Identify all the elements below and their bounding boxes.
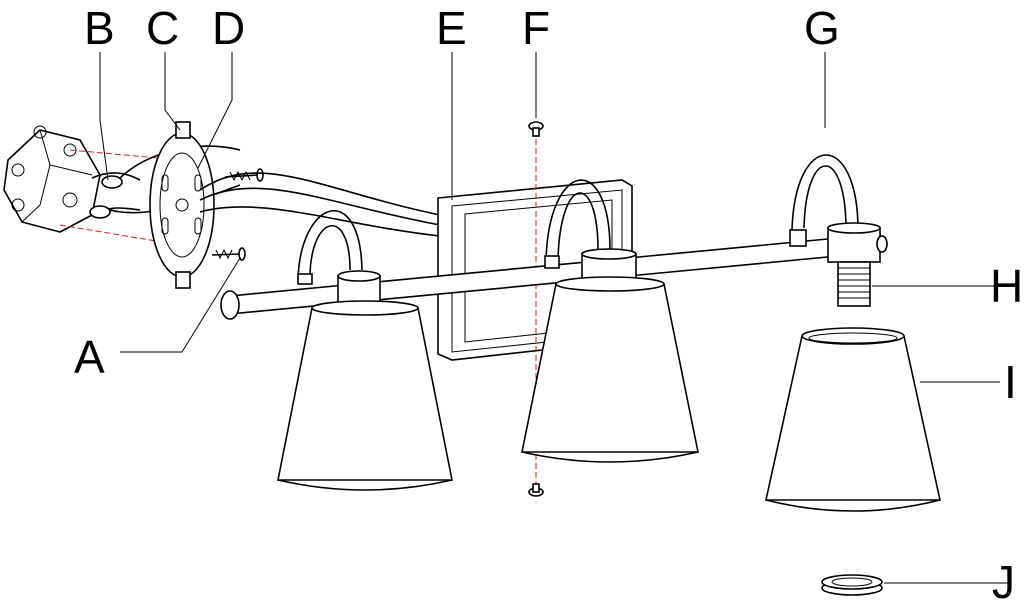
- shade-right: [765, 327, 941, 512]
- label-g: G: [804, 2, 840, 54]
- label-a: A: [74, 331, 105, 383]
- part-labels: A B C D E F G H I J: [74, 2, 1023, 603]
- label-j: J: [992, 556, 1015, 603]
- mounting-plate: [149, 121, 215, 289]
- shade-middle: [521, 276, 699, 463]
- label-d: D: [212, 2, 245, 54]
- arm-left: [297, 210, 363, 285]
- wire-connectors: [89, 145, 241, 219]
- socket-thread: [837, 261, 871, 307]
- label-f: F: [522, 2, 550, 54]
- label-b: B: [84, 2, 115, 54]
- leader-lines: [99, 52, 1010, 584]
- junction-box: [3, 125, 101, 233]
- label-e: E: [436, 2, 467, 54]
- socket-right: [827, 222, 888, 263]
- arm-right: [789, 154, 859, 247]
- shade-ring: [821, 574, 883, 596]
- arm-middle: [544, 179, 611, 269]
- mounting-screws: [211, 168, 264, 261]
- shade-left: [277, 300, 453, 491]
- label-h: H: [990, 260, 1023, 312]
- fixture-wires: [199, 172, 441, 237]
- label-i: I: [1004, 356, 1017, 408]
- label-c: C: [146, 2, 179, 54]
